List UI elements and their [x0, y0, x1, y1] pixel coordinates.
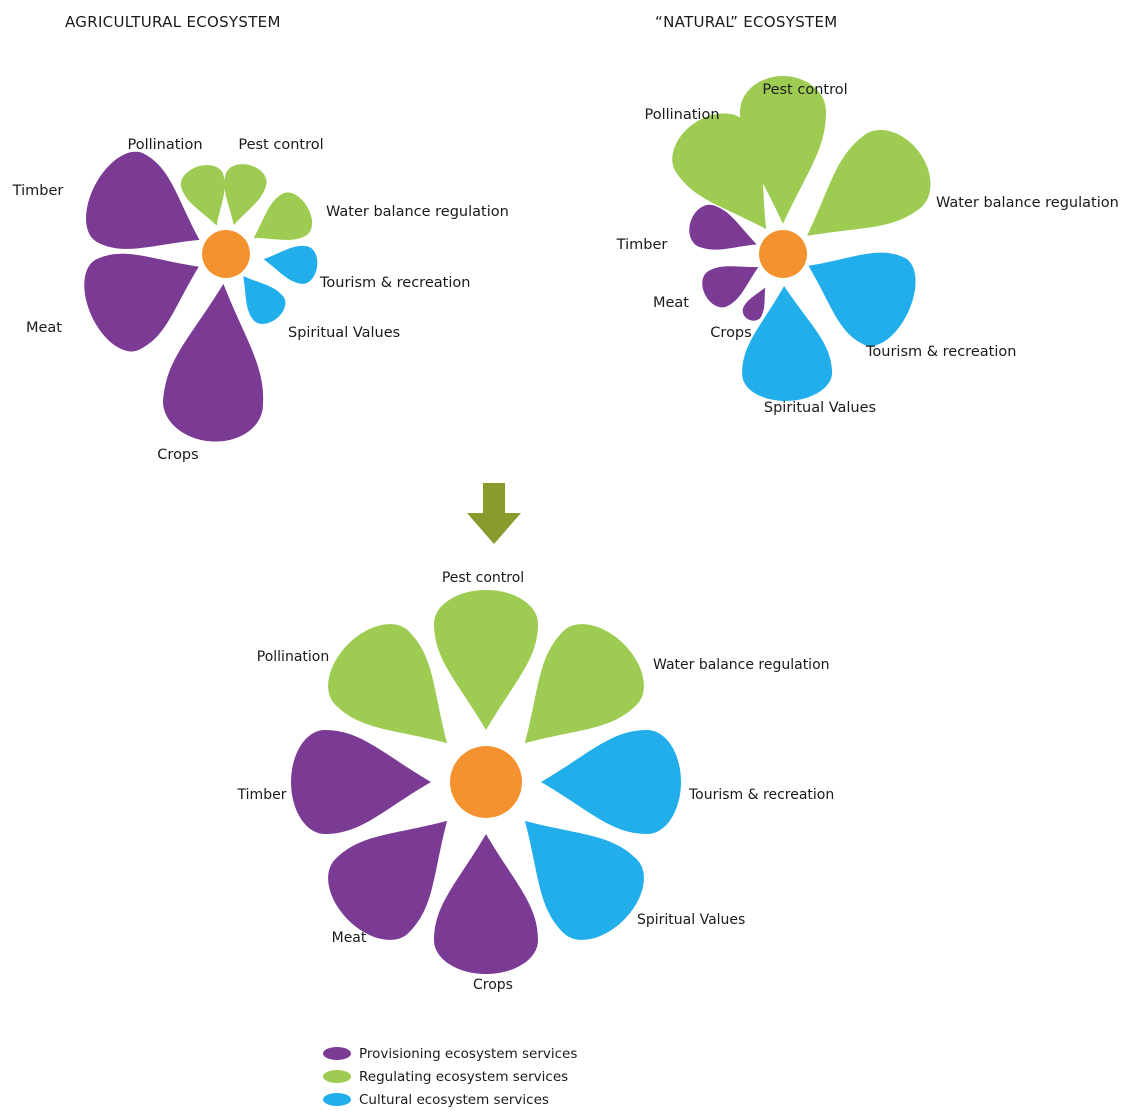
petal-label-crops: Crops [473, 977, 513, 993]
petal-label-water-balance-regulation: Water balance regulation [326, 204, 509, 220]
petal-pest-control [434, 590, 538, 730]
natural-flower-center [759, 230, 807, 278]
agricultural-flower-center [202, 230, 250, 278]
legend-item-provisioning: Provisioning ecosystem services [323, 1042, 577, 1065]
petal-spiritual-values [524, 820, 644, 940]
petal-label-crops: Crops [157, 447, 198, 463]
petal-meat [702, 266, 759, 308]
petal-label-timber: Timber [237, 787, 287, 803]
legend-item-cultural: Cultural ecosystem services [323, 1088, 577, 1111]
petal-water-balance-regulation [253, 192, 313, 240]
petal-label-pest-control: Pest control [238, 137, 323, 153]
petal-label-spiritual-values: Spiritual Values [637, 912, 745, 928]
petal-label-meat: Meat [653, 295, 689, 311]
petal-pollination [180, 165, 225, 226]
petal-label-crops: Crops [710, 325, 751, 341]
petal-spiritual-values [243, 276, 286, 324]
legend-label: Cultural ecosystem services [359, 1091, 549, 1108]
petal-tourism-and-recreation [808, 252, 916, 347]
petal-label-tourism-and-recreation: Tourism & recreation [688, 787, 834, 803]
petal-label-pest-control: Pest control [762, 82, 847, 98]
petal-label-timber: Timber [12, 183, 64, 199]
petal-timber [689, 204, 757, 250]
petal-label-spiritual-values: Spiritual Values [288, 325, 400, 341]
balanced-flower-center [450, 746, 522, 818]
petal-pest-control [740, 76, 826, 224]
petal-label-tourism-and-recreation: Tourism & recreation [319, 275, 470, 291]
petal-crops [163, 283, 264, 442]
petal-label-tourism-and-recreation: Tourism & recreation [865, 344, 1016, 360]
petal-pest-control [224, 164, 267, 225]
legend-item-regulating: Regulating ecosystem services [323, 1065, 577, 1088]
provisioning-swatch-icon [323, 1047, 351, 1060]
petal-water-balance-regulation [807, 129, 931, 236]
petal-timber [291, 730, 431, 834]
petal-label-pollination: Pollination [127, 137, 202, 153]
petal-crops [434, 834, 538, 974]
petal-pollination [672, 113, 767, 230]
petal-label-meat: Meat [332, 930, 367, 946]
legend: Provisioning ecosystem services Regulati… [323, 1042, 577, 1111]
petal-label-water-balance-regulation: Water balance regulation [936, 195, 1119, 211]
regulating-swatch-icon [323, 1070, 351, 1083]
petal-label-pollination: Pollination [644, 107, 719, 123]
petal-crops [742, 287, 766, 321]
petal-label-timber: Timber [616, 237, 668, 253]
petal-label-pest-control: Pest control [442, 570, 524, 586]
petal-timber [86, 151, 200, 249]
legend-label: Provisioning ecosystem services [359, 1045, 578, 1062]
natural-ecosystem-title: “NATURAL” ECOSYSTEM [655, 13, 838, 31]
petal-tourism-and-recreation [541, 730, 681, 834]
agricultural-ecosystem-title: AGRICULTURAL ECOSYSTEM [65, 13, 281, 31]
petal-label-pollination: Pollination [257, 649, 329, 665]
petal-label-water-balance-regulation: Water balance regulation [653, 657, 830, 673]
petal-label-meat: Meat [26, 320, 62, 336]
petal-spiritual-values [742, 286, 833, 401]
petal-meat [84, 253, 199, 352]
petal-water-balance-regulation [524, 624, 644, 744]
cultural-swatch-icon [323, 1093, 351, 1106]
legend-label: Regulating ecosystem services [359, 1068, 569, 1085]
down-arrow-icon [467, 483, 521, 544]
petal-label-spiritual-values: Spiritual Values [764, 400, 876, 416]
petal-pollination [328, 624, 448, 744]
petal-tourism-and-recreation [263, 245, 318, 284]
